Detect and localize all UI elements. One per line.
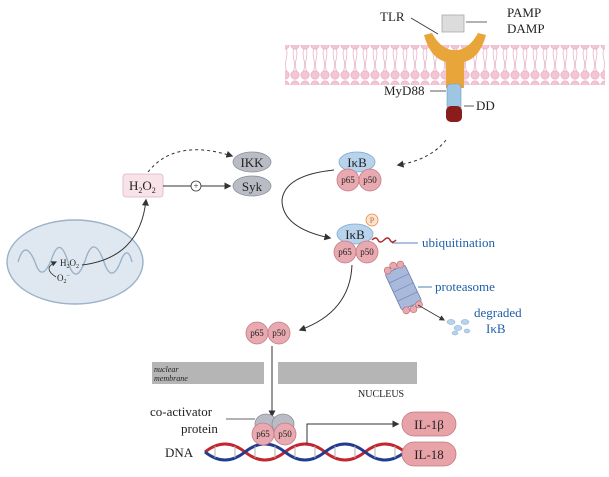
ikb-complex-inactive (336, 151, 382, 192)
kinase-to-ikb-arrow (281, 169, 335, 241)
dd-label: DD (476, 98, 495, 113)
mitochondrion (6, 219, 144, 305)
degradation-arrow (417, 304, 445, 321)
nfkb-dimer-bound (251, 422, 297, 446)
syk-label: Syk (242, 179, 263, 194)
ikb-label-1: IκB (347, 155, 367, 170)
p65-label-3: p65 (250, 328, 264, 338)
proteasome (383, 260, 423, 315)
pamp-damp-ligand (441, 14, 465, 33)
nuclear-membrane-right (278, 362, 417, 384)
mito-to-h2o2-arrow (81, 198, 149, 266)
p65-label-2: p65 (338, 247, 352, 257)
pamp-label: PAMP (507, 5, 541, 20)
mito-superoxide: O2− (57, 273, 71, 285)
il1b-label: IL-1β (414, 417, 444, 432)
coactivator-label-1: co-activator (150, 404, 213, 419)
h2o2-label: H2O2 (129, 178, 156, 195)
ikk-label: IKK (240, 155, 264, 170)
h2o2-to-ikk-dashed-arrow (147, 149, 234, 173)
ubiquitin-chain (371, 237, 397, 243)
ikb-label-2: IκB (345, 227, 365, 242)
damp-label: DAMP (507, 21, 545, 36)
tlr-label: TLR (380, 9, 405, 24)
p50-label-1: p50 (363, 175, 377, 185)
p50-label-4: p50 (278, 429, 292, 439)
phosphate-group (365, 213, 379, 227)
nuclear-membrane-label-2: membrane (154, 374, 188, 383)
ikb-complex-phosphorylated (333, 213, 397, 264)
degraded-label-1: degraded (474, 305, 522, 320)
release-arrow (298, 264, 353, 332)
p50-label-2: p50 (360, 247, 374, 257)
ubiquitination-label: ubiquitination (422, 235, 495, 250)
nfkb-dimer-free (245, 321, 291, 345)
tlr-receptor (424, 14, 486, 122)
degraded-label-2: IκB (486, 321, 506, 336)
death-domain (446, 106, 462, 122)
dd-to-ikb-arrow (396, 139, 447, 168)
degraded-ikb-fragments (446, 319, 471, 336)
il1b-box (401, 411, 457, 437)
p50-label-3: p50 (272, 328, 286, 338)
mito-h2o2: H2O2 (60, 258, 79, 270)
il18-box (401, 441, 457, 467)
dna-label: DNA (165, 445, 194, 460)
dna-helix (204, 442, 406, 462)
p65-label-4: p65 (256, 429, 270, 439)
proteasome-label: proteasome (435, 279, 495, 294)
syk-node (232, 175, 272, 197)
coactivator-label-2: protein (181, 421, 218, 436)
svg-text:+: + (193, 181, 198, 191)
transcription-arrow (306, 420, 400, 444)
nuclear-membrane-label-1: nuclear (154, 365, 179, 374)
superoxide-to-h2o2-arrow (48, 261, 58, 278)
p65-label-1: p65 (341, 175, 355, 185)
svg-text:P: P (370, 216, 375, 225)
nucleus-label: NUCLEUS (358, 389, 404, 400)
nuclear-membrane-left (152, 362, 264, 384)
ikk-node (232, 151, 272, 173)
myd88-label: MyD88 (384, 83, 424, 98)
il18-label: IL-18 (414, 447, 444, 462)
